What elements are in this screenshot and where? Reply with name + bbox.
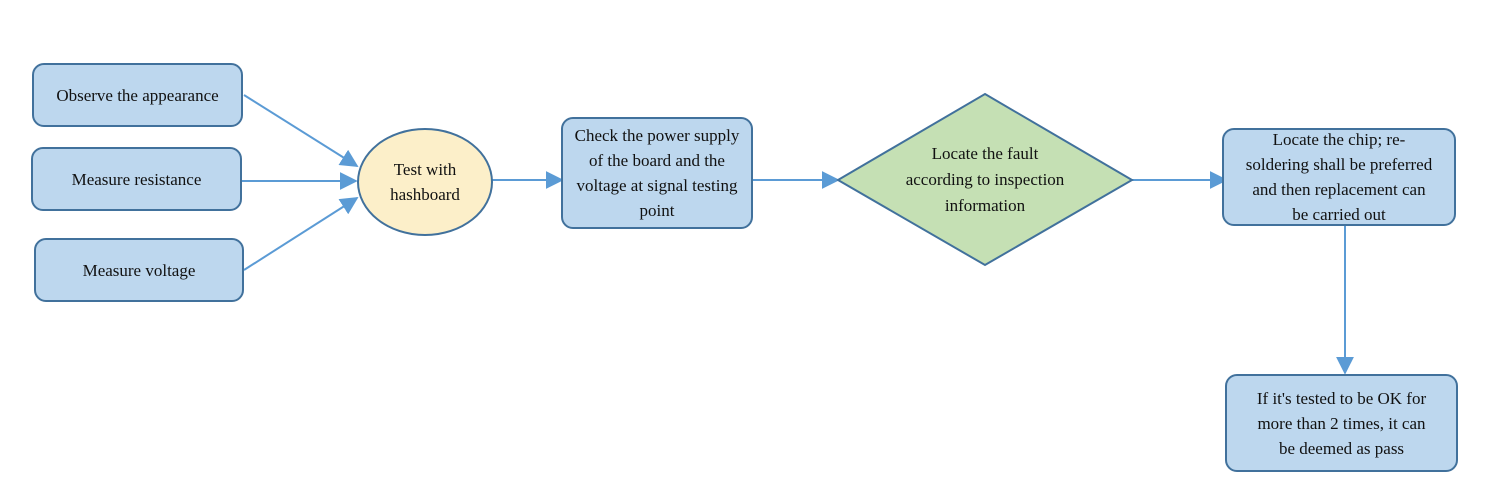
- check-label-line-3: voltage at signal testing: [576, 176, 738, 195]
- check-label-line-1: Check the power supply: [574, 126, 740, 145]
- locate-chip-node: Locate the chip; re- soldering shall be …: [1222, 128, 1456, 226]
- fault-label-line-3: information: [944, 196, 1026, 215]
- observe-appearance-node: Observe the appearance: [32, 63, 243, 127]
- decision-diamond: [836, 92, 1134, 267]
- chip-label-line-1: Locate the chip; re-: [1272, 130, 1406, 149]
- chip-label-line-3: and then replacement can: [1252, 180, 1426, 199]
- measure-resistance-node: Measure resistance: [31, 147, 242, 211]
- hashboard-label-line-1: Test with: [393, 160, 457, 179]
- chip-label-line-4: be carried out: [1292, 205, 1386, 224]
- arrow-observe-to-hashboard: [243, 94, 359, 167]
- test-with-hashboard-node: Test with hashboard: [357, 128, 493, 236]
- deemed-pass-node: If it's tested to be OK for more than 2 …: [1225, 374, 1458, 472]
- measure-voltage-node: Measure voltage: [34, 238, 244, 302]
- measure-voltage-label: Measure voltage: [82, 260, 196, 280]
- check-label-line-2: of the board and the: [589, 151, 725, 170]
- arrow-voltage-to-hashboard: [243, 197, 359, 271]
- check-label-line-4: point: [639, 201, 675, 220]
- hashboard-label-line-2: hashboard: [390, 185, 460, 204]
- fault-label-line-2: according to inspection: [905, 170, 1065, 189]
- chip-label-line-2: soldering shall be preferred: [1245, 155, 1433, 174]
- pass-label-line-3: be deemed as pass: [1278, 438, 1405, 458]
- observe-appearance-label: Observe the appearance: [56, 85, 219, 105]
- measure-resistance-label: Measure resistance: [71, 169, 202, 189]
- check-power-supply-node: Check the power supply of the board and …: [561, 117, 753, 229]
- locate-fault-label: Locate the fault according to inspection…: [878, 140, 1092, 220]
- pass-label-line-1: If it's tested to be OK for: [1256, 388, 1427, 408]
- pass-label-line-2: more than 2 times, it can: [1257, 413, 1426, 433]
- fault-label-line-1: Locate the fault: [931, 144, 1039, 163]
